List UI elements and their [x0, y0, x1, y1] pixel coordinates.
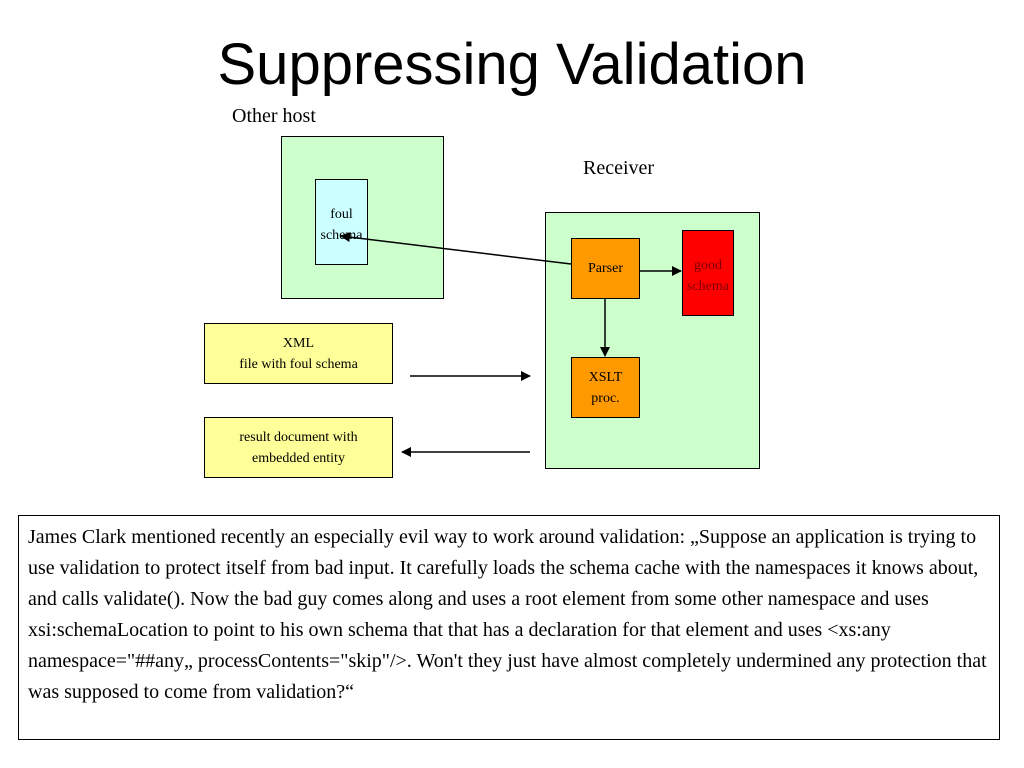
- quote-textbox: James Clark mentioned recently an especi…: [18, 515, 1000, 740]
- xml-file-label: XML file with foul schema: [239, 335, 358, 372]
- parser-label: Parser: [588, 261, 623, 276]
- slide-title: Suppressing Validation: [217, 32, 807, 97]
- xslt-processor-box: XSLT proc.: [571, 357, 640, 418]
- result-document-label: result document with embedded entity: [239, 429, 358, 466]
- good-schema-box: good schema: [682, 230, 734, 316]
- parser-box: Parser: [571, 238, 640, 299]
- receiver-label: Receiver: [583, 157, 655, 179]
- quote-text: James Clark mentioned recently an especi…: [28, 526, 987, 703]
- result-document-box: result document with embedded entity: [204, 417, 393, 478]
- other-host-label: Other host: [232, 105, 316, 127]
- xml-file-box: XML file with foul schema: [204, 323, 393, 384]
- xslt-processor-label: XSLT proc.: [588, 369, 623, 406]
- foul-schema-box: foul schema: [315, 179, 368, 265]
